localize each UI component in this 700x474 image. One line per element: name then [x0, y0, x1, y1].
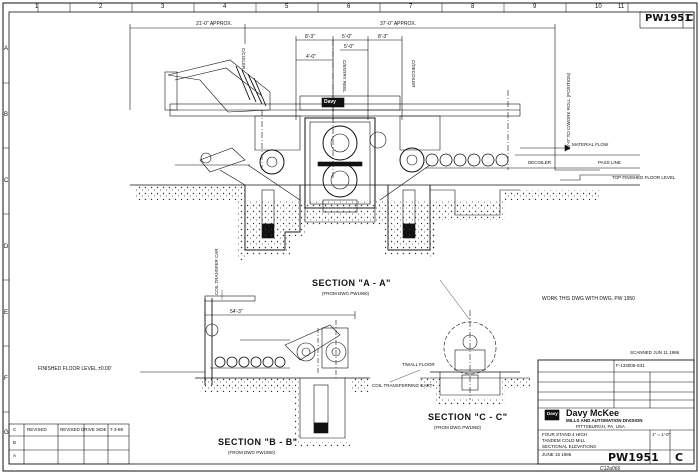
grid-row-c: C	[4, 178, 9, 184]
grid-row-d: D	[4, 244, 9, 250]
foundation-gravel-bb	[200, 378, 370, 446]
dim-overall-right: 37'-0" APPROX.	[380, 21, 417, 27]
note-coil-transfer-car: COIL TRANSFER CAR	[214, 248, 219, 295]
dim-vertical-coiler: C/COILER	[241, 48, 246, 70]
grid-row-g: G	[4, 430, 9, 436]
tb-description-3: SECTIONAL ELEVATIONS	[542, 444, 597, 449]
rev-row-2-letter: B	[13, 440, 17, 445]
grid-col-4: 4	[223, 4, 227, 10]
dim-center: 5'-0"	[342, 34, 352, 40]
grid-row-e: E	[4, 310, 9, 316]
dim-bb-width: 54'-3"	[230, 309, 243, 315]
section-bb-drawing	[140, 295, 370, 439]
grid-row-f: F	[4, 376, 8, 382]
revision-letter-top: C	[686, 13, 694, 24]
rev-row-3-letter: A	[13, 453, 17, 458]
rev-row-1-letter: C	[13, 427, 17, 432]
grid-col-10: 10	[595, 4, 602, 10]
tb-drawing-number: PW1951	[608, 451, 659, 464]
label-material-flow: MATERIAL FLOW	[572, 142, 609, 147]
rev-row-1-text: REVISED DRIVE SIDE	[60, 427, 107, 432]
inner-border	[8, 11, 695, 465]
dim-vertical-decoiler: C/DECOILER	[411, 60, 416, 88]
davy-nameplate: Davy	[324, 99, 336, 105]
rev-row-1-desc: REVISED	[27, 427, 47, 432]
note-wall-floor: T/WALL FLOOR	[402, 362, 435, 367]
dim-mid-b: 4'-0"	[306, 54, 316, 60]
foundation-gravel-aa	[135, 185, 600, 260]
tb-date: JUNE 15 1986	[542, 452, 572, 457]
note-scanned: SCANNED JUN 11 1986	[630, 350, 680, 355]
label-top-floor: TOP FINISHED FLOOR LEVEL	[612, 175, 676, 180]
tb-description-2: TANDEM COLD MILL	[542, 438, 586, 443]
note-work-with: WORK THIS DWG WITH DWG. PW 1950	[542, 296, 635, 302]
grid-col-8: 8	[471, 4, 475, 10]
drawing-number-top: PW1951	[645, 13, 692, 24]
section-bb-title: SECTION "B - B"	[218, 437, 298, 447]
tb-division: MILLS AND AUTOMATION DIVISION	[566, 418, 643, 423]
note-finished-floor: FINISHED FLOOR LEVEL ±0.00'	[38, 366, 112, 372]
dim-right: 8'-3"	[378, 34, 388, 40]
section-cc-title: SECTION "C - C"	[428, 412, 508, 422]
grid-ticks	[3, 3, 629, 413]
tb-city: PITTSBURGH, PA. USA	[576, 424, 625, 429]
section-cc-drawing	[420, 310, 530, 400]
section-cc-subtitle: (FROM DWG PW1950)	[434, 425, 482, 430]
grid-row-b: B	[4, 112, 9, 118]
leader-lines	[221, 279, 471, 383]
title-block-frame	[8, 11, 695, 465]
note-handwritten-number: C12a066	[600, 466, 621, 472]
section-aa-title: SECTION "A - A"	[312, 278, 391, 288]
grid-col-5: 5	[285, 4, 289, 10]
tb-company-name: Davy McKee	[566, 408, 620, 418]
grid-col-2: 2	[99, 4, 103, 10]
grid-col-7: 7	[409, 4, 413, 10]
note-coil-transferring-cart: COIL TRANSFERRING CART	[372, 383, 433, 388]
grid-col-6: 6	[347, 4, 351, 10]
grid-col-1: 1	[35, 4, 39, 10]
rev-row-1-date: 7-3-89	[110, 427, 124, 432]
grid-col-11: 11	[618, 4, 625, 10]
label-decoiler: DECOILER	[528, 160, 552, 165]
dim-vertical-right: 80'-0" TO C/WORK ROLL (POSITION)	[566, 72, 571, 150]
dim-vertical-entry-reel: C/ENTRY REEL	[342, 60, 347, 93]
tb-logo: Davy	[547, 411, 558, 416]
dim-mid-a: 5'-0"	[344, 44, 354, 50]
tb-reference-number: F-133005-S41	[616, 363, 645, 368]
tb-scale: 1" = 1'-0"	[652, 432, 671, 437]
section-aa-subtitle: (FROM DWG PW1950)	[322, 291, 370, 296]
label-pass-line: PASS LINE	[598, 160, 621, 165]
grid-col-9: 9	[533, 4, 537, 10]
grid-row-a: A	[4, 46, 9, 52]
foundation-gravel-cc	[420, 378, 530, 405]
tb-description-1: FOUR STAND 4 HIGH	[542, 432, 588, 437]
dim-left: 8'-3"	[305, 34, 315, 40]
tb-revision: C	[675, 451, 684, 464]
grid-col-3: 3	[161, 4, 165, 10]
section-bb-subtitle: (FROM DWG PW1950)	[228, 450, 276, 455]
dim-overall-left: 21'-0" APPROX.	[196, 21, 233, 27]
